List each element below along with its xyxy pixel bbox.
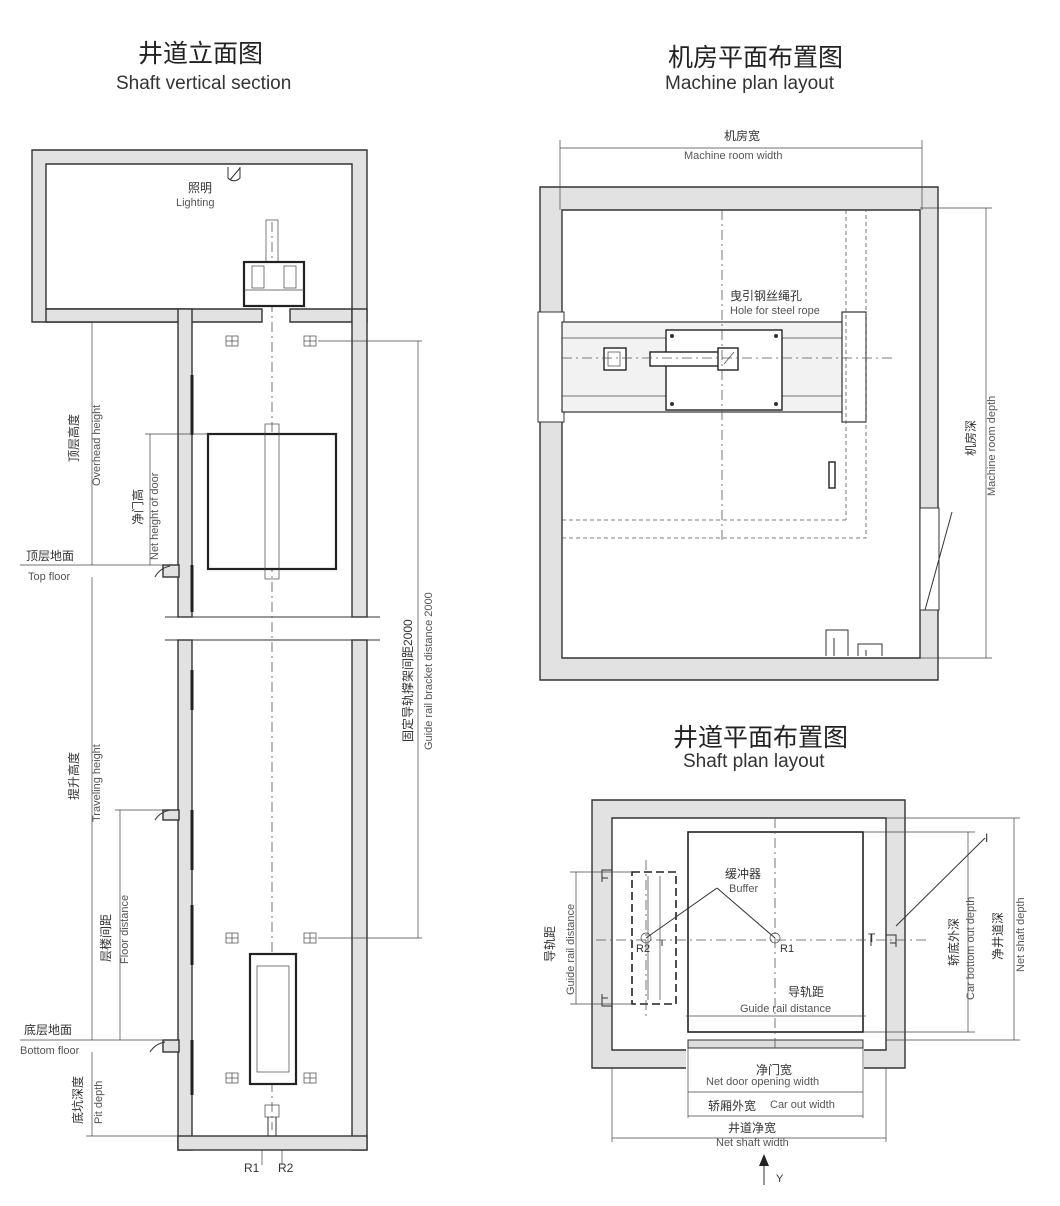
elevator-car bbox=[206, 432, 338, 571]
rail-bracket-marks bbox=[225, 335, 317, 1084]
guide-rail-left-label-en: Guide rail distance bbox=[565, 903, 577, 995]
guide-rail-label-zh: 导轨距 bbox=[788, 985, 825, 999]
shaft-plan-title-zh: 井道平面布置图 bbox=[673, 724, 849, 752]
machine-width-label-en: Machine room width bbox=[684, 150, 783, 162]
shaft-vertical-title-en: Shaft vertical section bbox=[116, 73, 292, 94]
car-depth-label-en: Car bottom out depth bbox=[965, 896, 977, 1000]
overhead-label-zh: 顶层高度 bbox=[67, 413, 81, 462]
guide-rail-label-en: Guide rail distance bbox=[740, 1003, 832, 1015]
counterweight bbox=[248, 952, 298, 1086]
machine-room-floor bbox=[45, 308, 263, 323]
pit-floor bbox=[177, 1135, 368, 1151]
machine-plan-layout bbox=[537, 140, 992, 681]
shaft-plan-title-en: Shaft plan layout bbox=[683, 751, 825, 772]
pit-label-en: Pit depth bbox=[93, 1080, 105, 1124]
car-plan bbox=[687, 831, 864, 1033]
floor-distance-label-en: Floor distance bbox=[119, 894, 131, 964]
floor-distance-label-zh: 层楼间距 bbox=[99, 913, 113, 962]
bottom-floor-label-zh: 底层地面 bbox=[24, 1023, 73, 1037]
plan-r2-label: R2 bbox=[636, 943, 651, 955]
machine-depth-label-zh: 机房深 bbox=[964, 419, 978, 456]
shaft-left-wall-upper bbox=[177, 308, 193, 618]
door-width-label-en: Net door opening width bbox=[706, 1076, 820, 1088]
machine-plan-title-zh: 机房平面布置图 bbox=[668, 44, 844, 72]
traction-machine bbox=[242, 260, 306, 308]
bottom-floor-label-en: Bottom floor bbox=[20, 1045, 80, 1057]
pit-label-zh: 底坑深度 bbox=[71, 1075, 85, 1124]
bracket-label-zh: 固定导轨撑架间距2000 bbox=[401, 619, 415, 742]
guide-rail-left-label-zh: 导轨距 bbox=[543, 925, 557, 962]
r1-label: R1 bbox=[244, 1161, 260, 1175]
lighting-label-zh: 照明 bbox=[188, 181, 213, 195]
shaft-left-wall-lower bbox=[177, 639, 193, 1151]
car-width-label-en: Car out width bbox=[770, 1099, 835, 1111]
t-mark-label: T bbox=[868, 931, 876, 945]
traveling-label-en: Traveling height bbox=[91, 744, 103, 822]
shaft-width-label-zh: 井道净宽 bbox=[728, 1121, 777, 1135]
shaft-right-wall-upper bbox=[351, 308, 368, 618]
shaft-vertical-title-zh: 井道立面图 bbox=[138, 40, 264, 68]
bracket-label-en: Guide rail bracket distance 2000 bbox=[423, 592, 435, 750]
plan-r1-label: R1 bbox=[780, 943, 795, 955]
machine-room-walls bbox=[539, 186, 939, 681]
buffer-label-en: Buffer bbox=[729, 883, 759, 895]
counterweight-plan bbox=[631, 871, 677, 1005]
buffer-label-zh: 缓冲器 bbox=[725, 867, 762, 881]
top-floor-label-en: Top floor bbox=[28, 571, 71, 583]
i-mark-label: I bbox=[985, 831, 989, 845]
machine-room-floor-right bbox=[289, 308, 353, 323]
overhead-label-en: Overhead height bbox=[91, 404, 103, 486]
door-height-label-en: Net height of door bbox=[149, 472, 161, 560]
shaft-depth-label-en: Net shaft depth bbox=[1015, 897, 1027, 972]
shaft-vertical-section bbox=[20, 149, 422, 1165]
lighting-label-en: Lighting bbox=[176, 197, 215, 209]
rope-hole-label-zh: 曳引钢丝绳孔 bbox=[730, 289, 803, 303]
door-width-label-zh: 净门宽 bbox=[756, 1063, 793, 1077]
car-depth-label-zh: 轿底外深 bbox=[947, 917, 961, 966]
y-axis-label: Y bbox=[776, 1173, 784, 1185]
machine-width-label-zh: 机房宽 bbox=[724, 129, 761, 143]
r2-label: R2 bbox=[278, 1161, 294, 1175]
rope-hole-label-en: Hole for steel rope bbox=[730, 305, 820, 317]
door-height-label-zh: 净门高 bbox=[131, 488, 145, 525]
shaft-right-wall-lower bbox=[351, 639, 368, 1151]
top-floor-label-zh: 顶层地面 bbox=[26, 549, 75, 563]
shaft-plan-layout bbox=[570, 799, 1020, 1185]
machine-plan-title-en: Machine plan layout bbox=[665, 73, 834, 94]
lighting-fixture bbox=[227, 167, 241, 182]
car-width-label-zh: 轿厢外宽 bbox=[708, 1099, 757, 1113]
shaft-width-label-en: Net shaft width bbox=[716, 1137, 789, 1149]
shaft-depth-label-zh: 净井道深 bbox=[991, 911, 1005, 960]
traveling-label-zh: 提升高度 bbox=[67, 751, 81, 800]
machine-room-wall bbox=[31, 149, 368, 323]
machine-depth-label-en: Machine room depth bbox=[986, 395, 998, 496]
